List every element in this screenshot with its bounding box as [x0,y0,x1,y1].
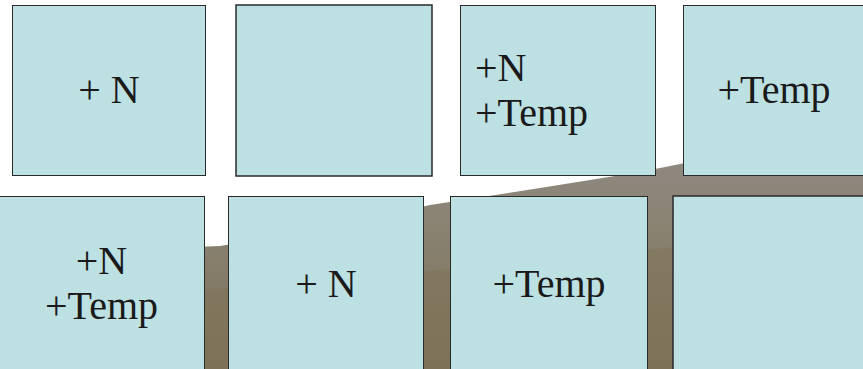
condition-label: +N +Temp [27,239,177,329]
condition-box: +Temp [450,196,648,369]
condition-box: +N +Temp [0,196,205,369]
condition-label: +Temp [492,262,605,307]
condition-label: +N +Temp [475,46,625,136]
condition-box: + N [228,196,424,369]
empty-box [673,196,863,369]
empty-box [236,5,432,176]
condition-label: + N [295,262,356,307]
condition-box: +N +Temp [460,5,656,176]
condition-label: +Temp [717,68,830,113]
condition-label: + N [78,68,139,113]
condition-box: + N [12,5,206,176]
condition-box: +Temp [683,5,863,176]
